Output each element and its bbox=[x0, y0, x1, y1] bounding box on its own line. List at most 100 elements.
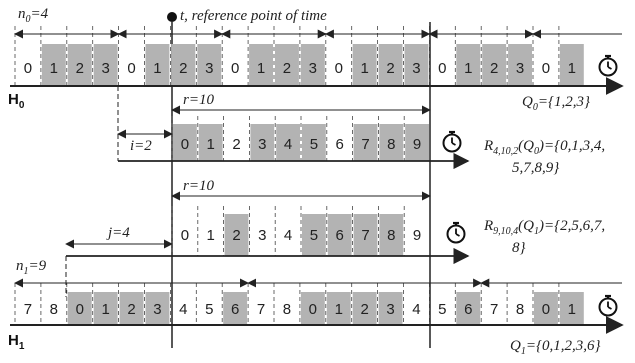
h0-slot-number: 1 bbox=[568, 60, 576, 77]
r1-range-label: r=10 bbox=[183, 92, 214, 108]
h1-slot-number: 0 bbox=[309, 301, 317, 318]
h1-slot-number: 0 bbox=[76, 301, 84, 318]
r1-active-slot bbox=[379, 124, 404, 161]
h1-slot-number: 2 bbox=[127, 301, 135, 318]
h0-slot-number: 2 bbox=[76, 60, 84, 77]
r1-slot-number: 4 bbox=[284, 136, 292, 153]
r1-slot-number: 2 bbox=[232, 136, 240, 153]
r2-set-label-line1: R9,10,4(Q1)={2,5,6,7, bbox=[483, 218, 605, 237]
h1-active-slot bbox=[67, 292, 92, 325]
h0-active-slot bbox=[93, 44, 118, 86]
stopwatch-icon bbox=[598, 294, 618, 317]
h0-slot-number: 0 bbox=[542, 60, 550, 77]
h1-slot-number: 5 bbox=[438, 301, 446, 318]
r2-range-label: r=10 bbox=[183, 178, 214, 194]
h1-slot-number: 1 bbox=[568, 301, 576, 318]
h1-slot-number: 8 bbox=[283, 301, 291, 318]
h0-slot-number: 0 bbox=[438, 60, 446, 77]
h0-period-label: n0=4 bbox=[18, 6, 49, 25]
r2-active-slot bbox=[353, 214, 378, 256]
h1-active-slot bbox=[300, 292, 325, 325]
h1-active-slot bbox=[326, 292, 351, 325]
h1-slot-number: 2 bbox=[360, 301, 368, 318]
h0-active-slot bbox=[67, 44, 92, 86]
h1-active-slot bbox=[93, 292, 118, 325]
r1-active-slot bbox=[405, 124, 429, 161]
h1-row-label: H1 bbox=[8, 332, 25, 352]
r1-active-slot bbox=[353, 124, 378, 161]
h0-slot-number: 2 bbox=[179, 60, 187, 77]
h1-active-slot bbox=[145, 292, 170, 325]
h0-slot-number: 2 bbox=[490, 60, 498, 77]
h1-slot-number: 0 bbox=[542, 301, 550, 318]
stopwatch-icon bbox=[442, 130, 462, 153]
h0-slot-number: 2 bbox=[386, 60, 394, 77]
r1-slot-number: 6 bbox=[336, 136, 344, 153]
h1-slot-number: 4 bbox=[412, 301, 420, 318]
h1-slot-number: 7 bbox=[24, 301, 32, 318]
r2-slot-number: 2 bbox=[232, 227, 240, 244]
h0-active-slot bbox=[197, 44, 222, 86]
h0-slot-number: 3 bbox=[205, 60, 213, 77]
h1-active-slot bbox=[559, 292, 584, 325]
r2-slot-number: 6 bbox=[336, 227, 344, 244]
r2-slot-number: 1 bbox=[207, 227, 215, 244]
h0-slot-number: 0 bbox=[335, 60, 343, 77]
r2-slot-number: 0 bbox=[181, 227, 189, 244]
h1-slot-number: 8 bbox=[50, 301, 58, 318]
h0-active-slot bbox=[352, 44, 377, 86]
h1-slot-number: 1 bbox=[101, 301, 109, 318]
r2-slot-number: 3 bbox=[258, 227, 266, 244]
r2-slot-number: 7 bbox=[361, 227, 369, 244]
h1-slot-number: 3 bbox=[386, 301, 394, 318]
h0-active-slot bbox=[559, 44, 584, 86]
r1-slot-number: 1 bbox=[207, 136, 215, 153]
h1-active-slot bbox=[352, 292, 377, 325]
h0-active-slot bbox=[145, 44, 170, 86]
r1-set-label-line2: 5,7,8,9} bbox=[512, 160, 559, 176]
r2-offset-label: j=4 bbox=[106, 225, 130, 241]
reference-point-dot bbox=[167, 12, 177, 22]
h0-active-slot bbox=[508, 44, 532, 86]
h1-slot-number: 6 bbox=[231, 301, 239, 318]
h1-slot-number: 7 bbox=[257, 301, 265, 318]
h1-active-slot bbox=[534, 292, 558, 325]
r2-slot-number: 4 bbox=[284, 227, 292, 244]
h0-slot-number: 3 bbox=[516, 60, 524, 77]
r2-set-label-line2: 8} bbox=[512, 240, 526, 256]
h0-active-slot bbox=[41, 44, 66, 86]
r1-active-slot bbox=[173, 124, 197, 161]
h1-slot-number: 6 bbox=[464, 301, 472, 318]
r2-active-slot bbox=[379, 214, 404, 256]
h0-slot-number: 0 bbox=[24, 60, 32, 77]
r1-active-slot bbox=[198, 124, 223, 161]
h0-row-label: H0 bbox=[8, 91, 25, 111]
r1-set-label-line1: R4,10,2(Q0)={0,1,3,4, bbox=[483, 138, 605, 157]
r2-slot-number: 9 bbox=[413, 227, 421, 244]
r1-offset-label: i=2 bbox=[130, 138, 152, 154]
r1-active-slot bbox=[276, 124, 300, 161]
h0-slot-number: 1 bbox=[257, 60, 265, 77]
r1-slot-number: 9 bbox=[413, 136, 421, 153]
r1-slot-number: 7 bbox=[361, 136, 369, 153]
r1-slot-number: 0 bbox=[181, 136, 189, 153]
h0-slot-number: 3 bbox=[412, 60, 420, 77]
h0-active-slot bbox=[456, 44, 481, 86]
h0-slot-number: 3 bbox=[101, 60, 109, 77]
reference-point-title: t, reference point of time bbox=[180, 8, 327, 24]
h1-active-slot bbox=[456, 292, 481, 325]
r2-slot-number: 5 bbox=[310, 227, 318, 244]
h1-active-slot bbox=[223, 292, 248, 325]
stopwatch-icon bbox=[598, 54, 618, 77]
h0-active-slot bbox=[249, 44, 273, 86]
h1-slot-number: 7 bbox=[490, 301, 498, 318]
h0-slot-number: 1 bbox=[50, 60, 58, 77]
r1-active-slot bbox=[302, 124, 326, 161]
